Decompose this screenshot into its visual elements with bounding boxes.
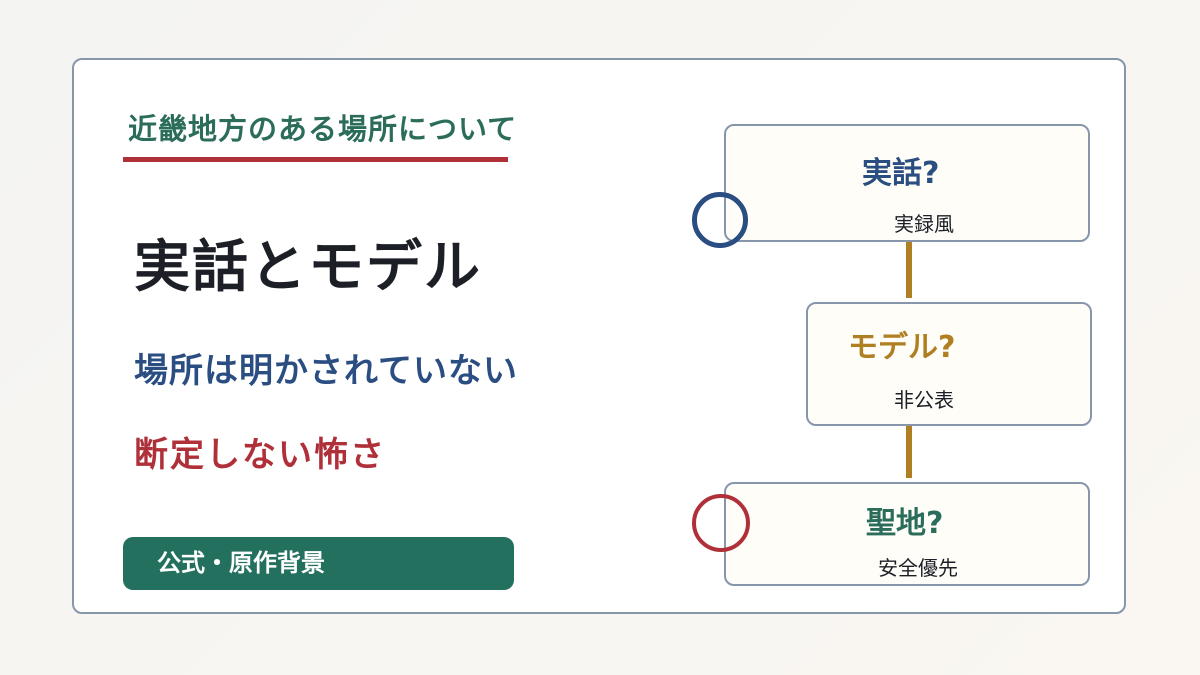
- connector-2: [906, 426, 912, 478]
- subtitle: 近畿地方のある場所について: [128, 112, 518, 146]
- source-tag: 公式・原作背景: [123, 537, 514, 590]
- node-model-title: モデル?: [848, 330, 956, 365]
- node-pilgrimage: 聖地? 安全優先: [724, 482, 1090, 586]
- statement-uncertain-fear: 断定しない怖さ: [134, 435, 386, 475]
- statement-location-undisclosed: 場所は明かされていない: [134, 351, 518, 391]
- subtitle-underline: [123, 157, 508, 162]
- page-title: 実話とモデル: [134, 235, 482, 300]
- node-true-story-sub: 実録風: [894, 212, 954, 236]
- node-model-sub: 非公表: [894, 388, 954, 412]
- node-true-story-title: 実話?: [862, 156, 940, 191]
- node-true-story: 実話? 実録風: [724, 124, 1090, 242]
- connector-1: [906, 242, 912, 298]
- node-pilgrimage-title: 聖地?: [866, 506, 944, 541]
- blue-ring-marker: [692, 192, 748, 248]
- node-pilgrimage-sub: 安全優先: [878, 556, 958, 580]
- red-ring-marker: [692, 494, 750, 552]
- node-model: モデル? 非公表: [806, 302, 1092, 426]
